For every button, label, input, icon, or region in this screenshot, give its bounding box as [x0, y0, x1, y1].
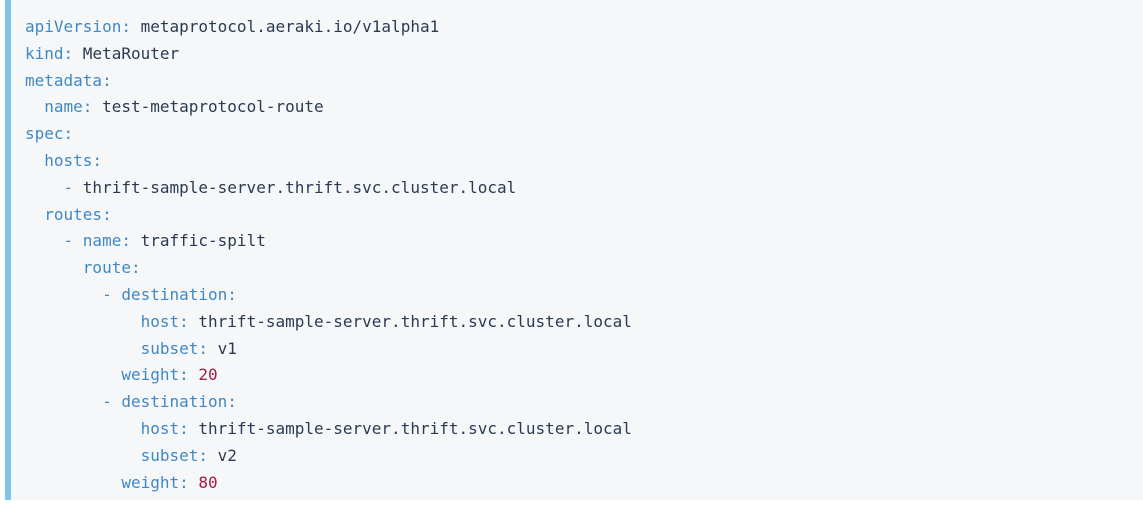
indent-space — [25, 231, 64, 250]
code-line: metadata: — [25, 68, 1143, 95]
indent-space — [25, 365, 121, 384]
code-line: subset: v1 — [25, 336, 1143, 363]
yaml-key: routes: — [44, 204, 112, 224]
indent-space — [25, 339, 141, 358]
yaml-code-block: apiVersion: metaprotocol.aeraki.io/v1alp… — [5, 0, 1143, 500]
indent-space — [25, 97, 44, 116]
code-line: weight: 80 — [25, 470, 1143, 497]
sequence-dash: - — [102, 284, 122, 304]
yaml-key: subset: — [140, 445, 209, 465]
yaml-value: thrift-sample-server.thrift.svc.cluster.… — [82, 177, 517, 197]
code-line: weight: 20 — [25, 362, 1143, 389]
yaml-key: metadata: — [25, 70, 112, 90]
yaml-key: name: — [44, 97, 93, 117]
indent-space — [25, 205, 44, 224]
yaml-number-value: 20 — [188, 365, 218, 385]
indent-space — [25, 446, 141, 465]
code-line: host: thrift-sample-server.thrift.svc.cl… — [25, 416, 1143, 443]
yaml-key: weight: — [121, 472, 189, 492]
yaml-key: apiVersion: — [25, 17, 131, 36]
code-line: - destination: — [25, 282, 1143, 309]
yaml-key: destination: — [121, 392, 237, 412]
code-line: hosts: — [25, 148, 1143, 175]
sequence-dash: - — [102, 392, 122, 412]
yaml-value: thrift-sample-server.thrift.svc.cluster.… — [188, 418, 632, 438]
code-line: host: thrift-sample-server.thrift.svc.cl… — [25, 309, 1143, 336]
yaml-value: v1 — [208, 338, 237, 358]
code-line: - destination: — [25, 389, 1143, 416]
yaml-value: metaprotocol.aeraki.io/v1alpha1 — [130, 17, 440, 36]
yaml-key: kind: — [25, 43, 74, 63]
yaml-value: test-metaprotocol-route — [92, 97, 324, 117]
indent-space — [25, 285, 102, 304]
code-line: - name: traffic-spilt — [25, 228, 1143, 255]
indent-space — [25, 258, 83, 277]
yaml-value: v2 — [208, 445, 237, 465]
indent-space — [25, 419, 141, 438]
code-line: kind: MetaRouter — [25, 41, 1143, 68]
yaml-key: name: — [82, 231, 131, 251]
yaml-key: hosts: — [44, 150, 103, 170]
yaml-value: traffic-spilt — [130, 231, 266, 251]
yaml-key: weight: — [121, 365, 189, 385]
yaml-key: route: — [82, 258, 141, 278]
code-line-list[interactable]: apiVersion: metaprotocol.aeraki.io/v1alp… — [11, 0, 1143, 496]
code-line: spec: — [25, 121, 1143, 148]
code-line: route: — [25, 255, 1143, 282]
indent-space — [25, 312, 141, 331]
yaml-value: thrift-sample-server.thrift.svc.cluster.… — [188, 311, 632, 331]
sequence-dash: - — [63, 231, 83, 251]
yaml-key: spec: — [25, 124, 74, 144]
yaml-key: subset: — [140, 338, 209, 358]
sequence-dash: - — [63, 177, 83, 197]
code-line: name: test-metaprotocol-route — [25, 94, 1143, 121]
indent-space — [25, 473, 121, 492]
code-line: routes: — [25, 202, 1143, 229]
yaml-key: destination: — [121, 284, 237, 304]
code-line: subset: v2 — [25, 443, 1143, 470]
code-line: - thrift-sample-server.thrift.svc.cluste… — [25, 175, 1143, 202]
yaml-number-value: 80 — [188, 472, 218, 492]
indent-space — [25, 392, 102, 411]
yaml-value: MetaRouter — [73, 43, 180, 63]
code-line: apiVersion: metaprotocol.aeraki.io/v1alp… — [25, 14, 1143, 41]
yaml-key: host: — [140, 311, 189, 331]
indent-space — [25, 178, 64, 197]
yaml-key: host: — [140, 418, 189, 438]
indent-space — [25, 151, 44, 170]
